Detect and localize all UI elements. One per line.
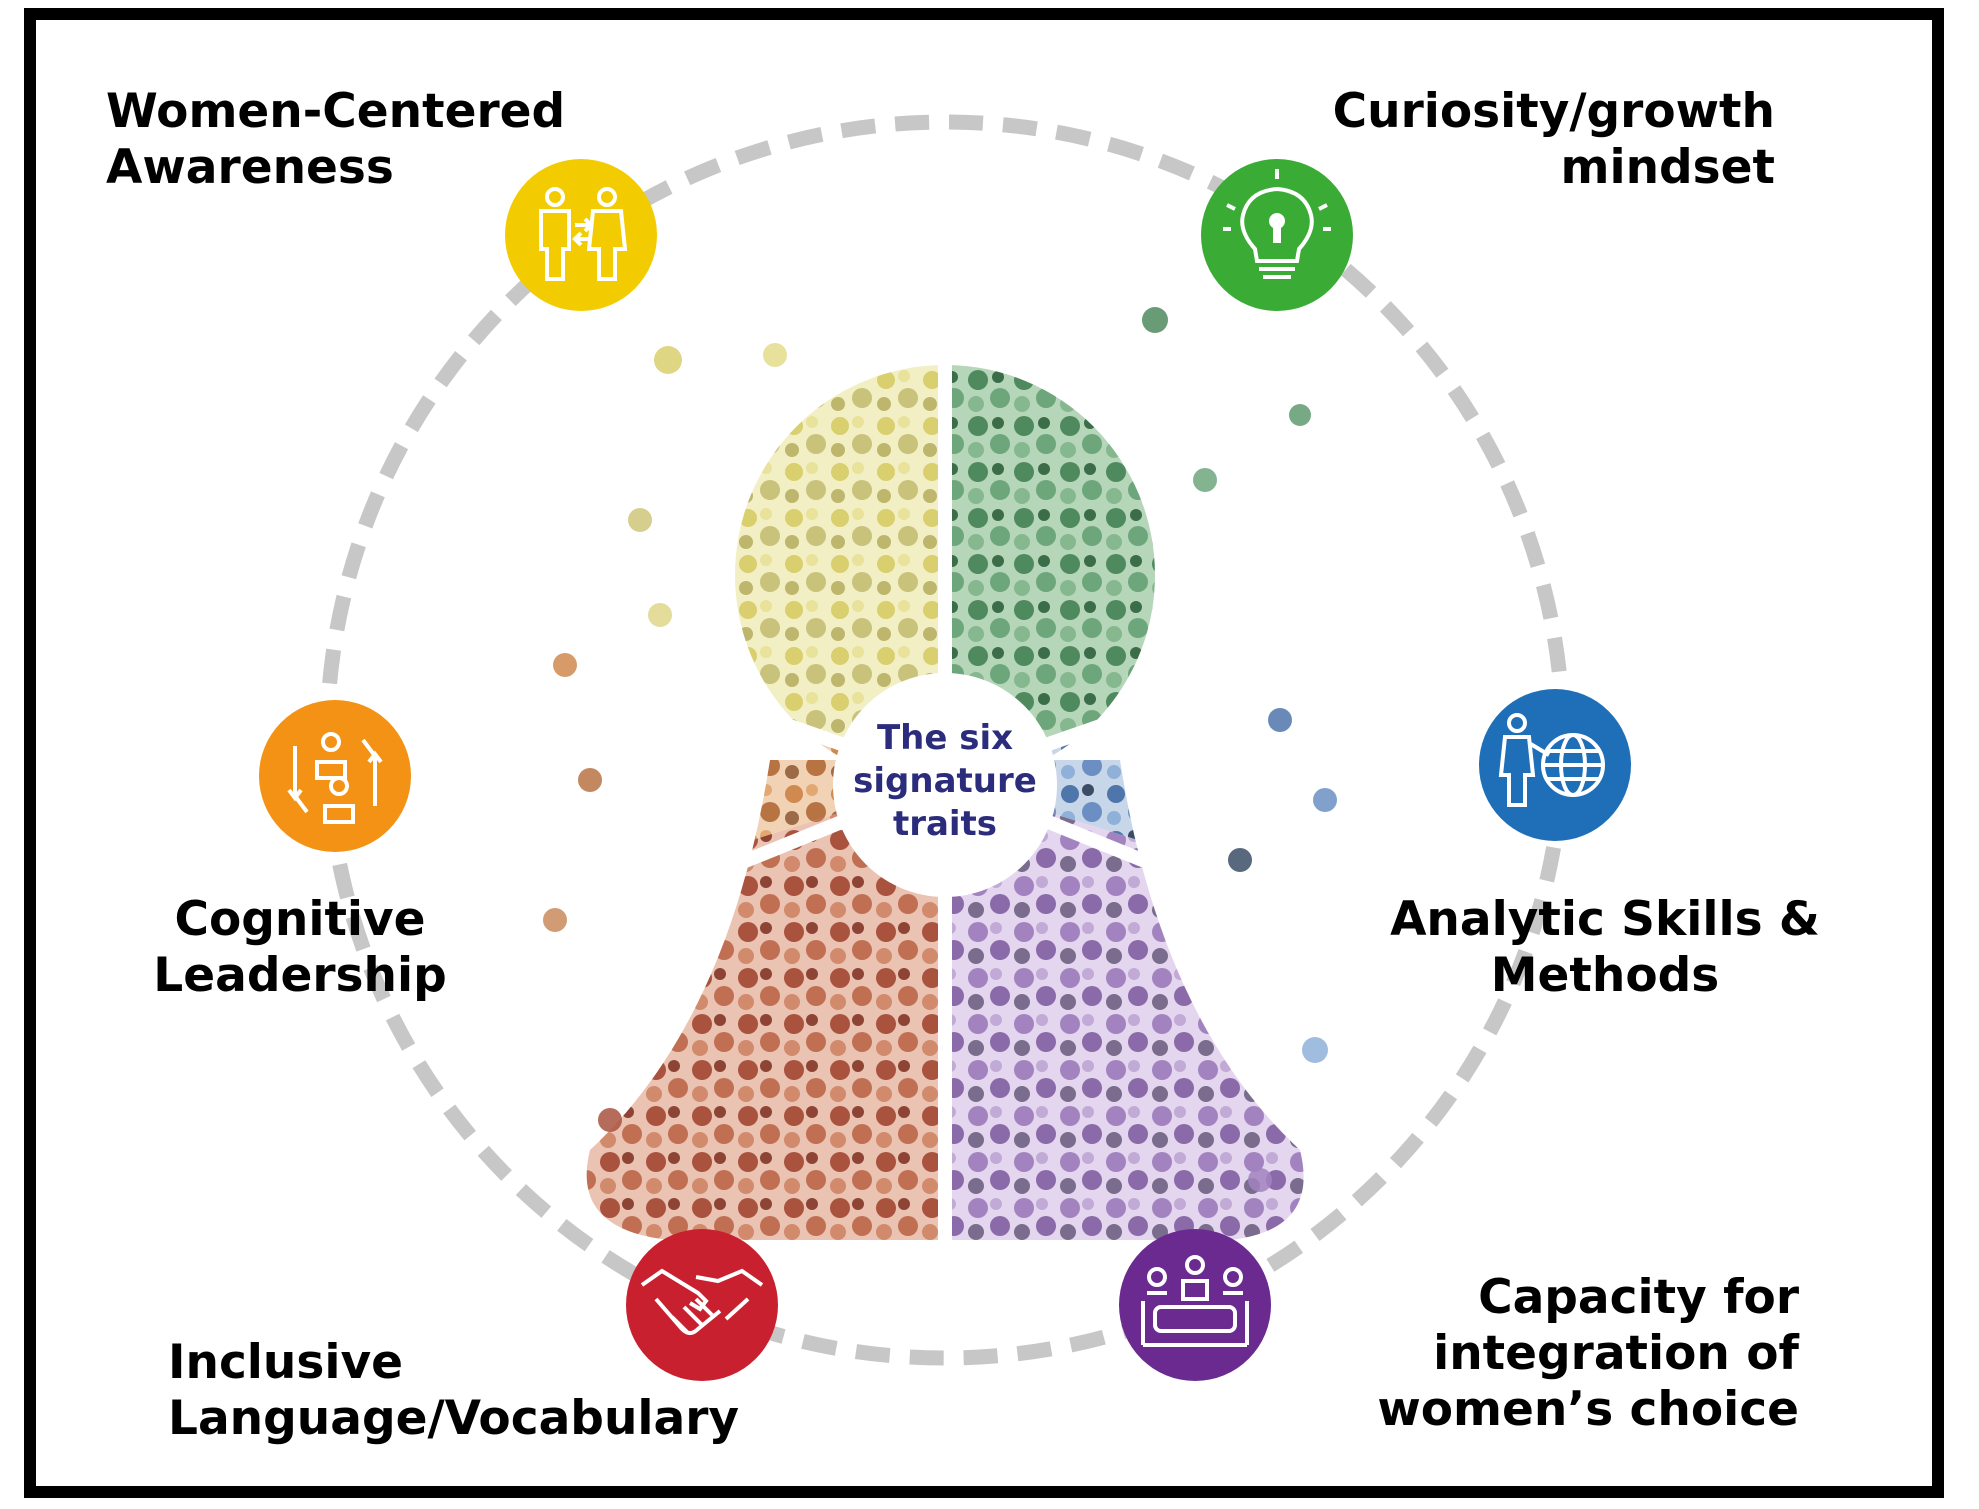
- trait-label-line: women’s choice: [1377, 1382, 1799, 1437]
- trait-label-line: Analytic Skills &: [1390, 892, 1820, 947]
- handshake-icon: [626, 1229, 778, 1381]
- trait-label-line: integration of: [1433, 1326, 1799, 1381]
- center-title: The six signature traits: [845, 717, 1045, 846]
- trait-label-line: Cognitive: [174, 892, 426, 947]
- trait-label-capacity-integration: Capacity for integration of women’s choi…: [1377, 1270, 1799, 1438]
- trait-label-line: Awareness: [106, 140, 394, 195]
- trait-label-line: Methods: [1490, 948, 1720, 1003]
- trait-label-women-centered-awareness: Women-Centered Awareness: [106, 84, 565, 196]
- people-exchange-icon: [505, 159, 657, 311]
- trait-label-line: Women-Centered: [106, 84, 566, 139]
- trait-label-line: Capacity for: [1478, 1270, 1799, 1325]
- scattered-figures: [543, 307, 1337, 1192]
- center-circle: [833, 673, 1057, 897]
- trait-label-line: Inclusive: [168, 1335, 403, 1390]
- trait-label-analytic-skills-methods: Analytic Skills & Methods: [1380, 892, 1830, 1004]
- trait-label-line: Language/Vocabulary: [168, 1391, 740, 1446]
- trait-label-cognitive-leadership: Cognitive Leadership: [140, 892, 460, 1004]
- center-title-line-3: traits: [892, 804, 998, 844]
- trait-label-inclusive-language: Inclusive Language/Vocabulary: [168, 1335, 739, 1447]
- teacher-globe-icon: [1479, 689, 1631, 841]
- lightbulb-icon: [1201, 159, 1353, 311]
- trait-label-curiosity-growth-mindset: Curiosity/growth mindset: [1333, 84, 1775, 196]
- meeting-table-icon: [1119, 1229, 1271, 1381]
- center-title-line-2: signature: [853, 761, 1037, 801]
- center-title-line-1: The six: [876, 718, 1014, 758]
- cycle-people-icon: [259, 700, 411, 852]
- trait-label-line: Curiosity/growth: [1332, 84, 1775, 139]
- trait-label-line: mindset: [1560, 140, 1775, 195]
- trait-label-line: Leadership: [153, 948, 447, 1003]
